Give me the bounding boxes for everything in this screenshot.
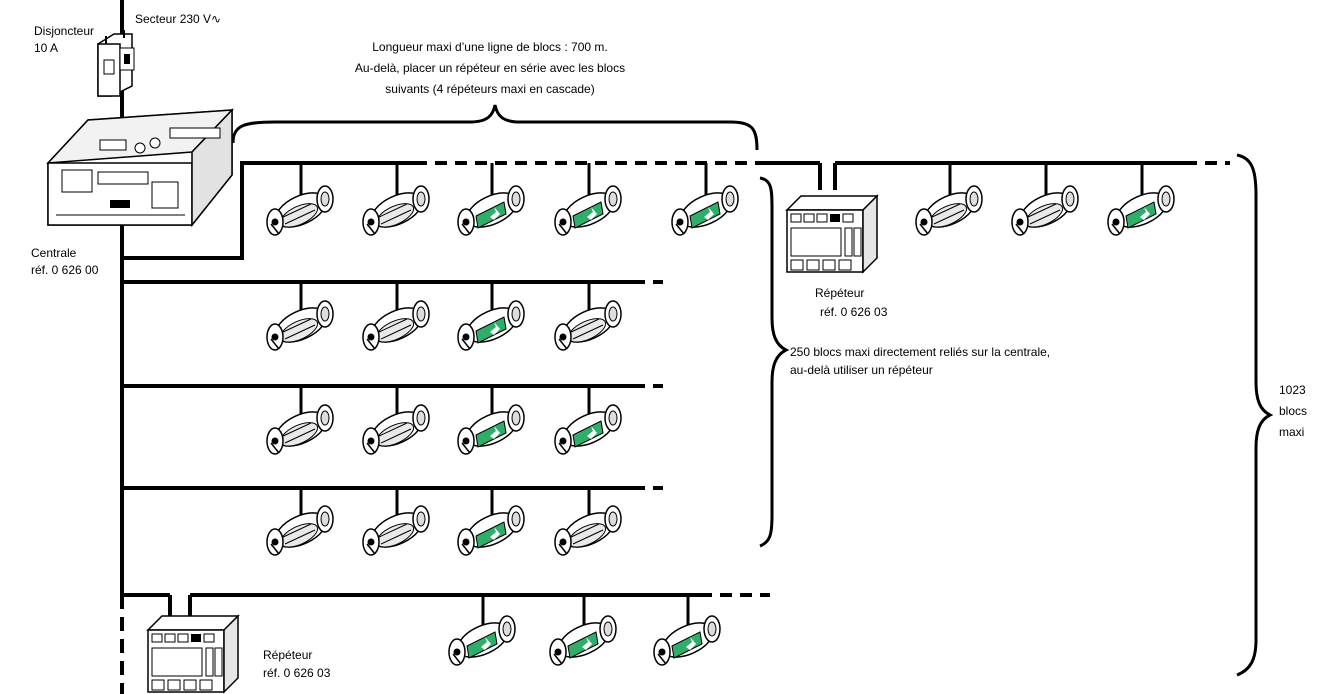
line-length-note-3: suivants (4 répéteurs maxi en cascade) (300, 81, 680, 98)
line-length-note-2: Au-delà, placer un répéteur en série ave… (300, 60, 680, 77)
mains-label: Secteur 230 V∿ (135, 11, 221, 28)
repeater-ref-label-2: réf. 0 626 03 (263, 665, 330, 682)
central-label: Centrale (31, 245, 76, 262)
repeater-icon (148, 616, 238, 692)
line-length-note-1: Longueur maxi d’une ligne de blocs : 700… (300, 39, 680, 56)
central-ref-label: réf. 0 626 00 (31, 262, 98, 279)
repeater-label-2: Répéteur (263, 647, 312, 664)
central-unit-icon (48, 110, 232, 225)
total-blocks-brace (1237, 155, 1270, 675)
breaker-label: Disjoncteur (34, 23, 94, 40)
line-length-brace (233, 105, 757, 150)
total-blocks-word: blocs (1279, 403, 1307, 420)
total-blocks-count: 1023 (1279, 382, 1306, 399)
direct-limit-note-2: au-delà utiliser un répéteur (790, 362, 933, 379)
wiring (122, 0, 1230, 694)
breaker-rating-label: 10 A (34, 40, 58, 57)
direct-blocks-brace (760, 178, 786, 546)
total-blocks-maxi: maxi (1279, 424, 1304, 441)
repeater-label: Répéteur (815, 285, 864, 302)
repeater-icon (787, 196, 877, 272)
circuit-breaker-icon (98, 30, 134, 96)
repeater-ref-label: réf. 0 626 03 (820, 304, 887, 321)
direct-limit-note-1: 250 blocs maxi directement reliés sur la… (790, 344, 1050, 361)
